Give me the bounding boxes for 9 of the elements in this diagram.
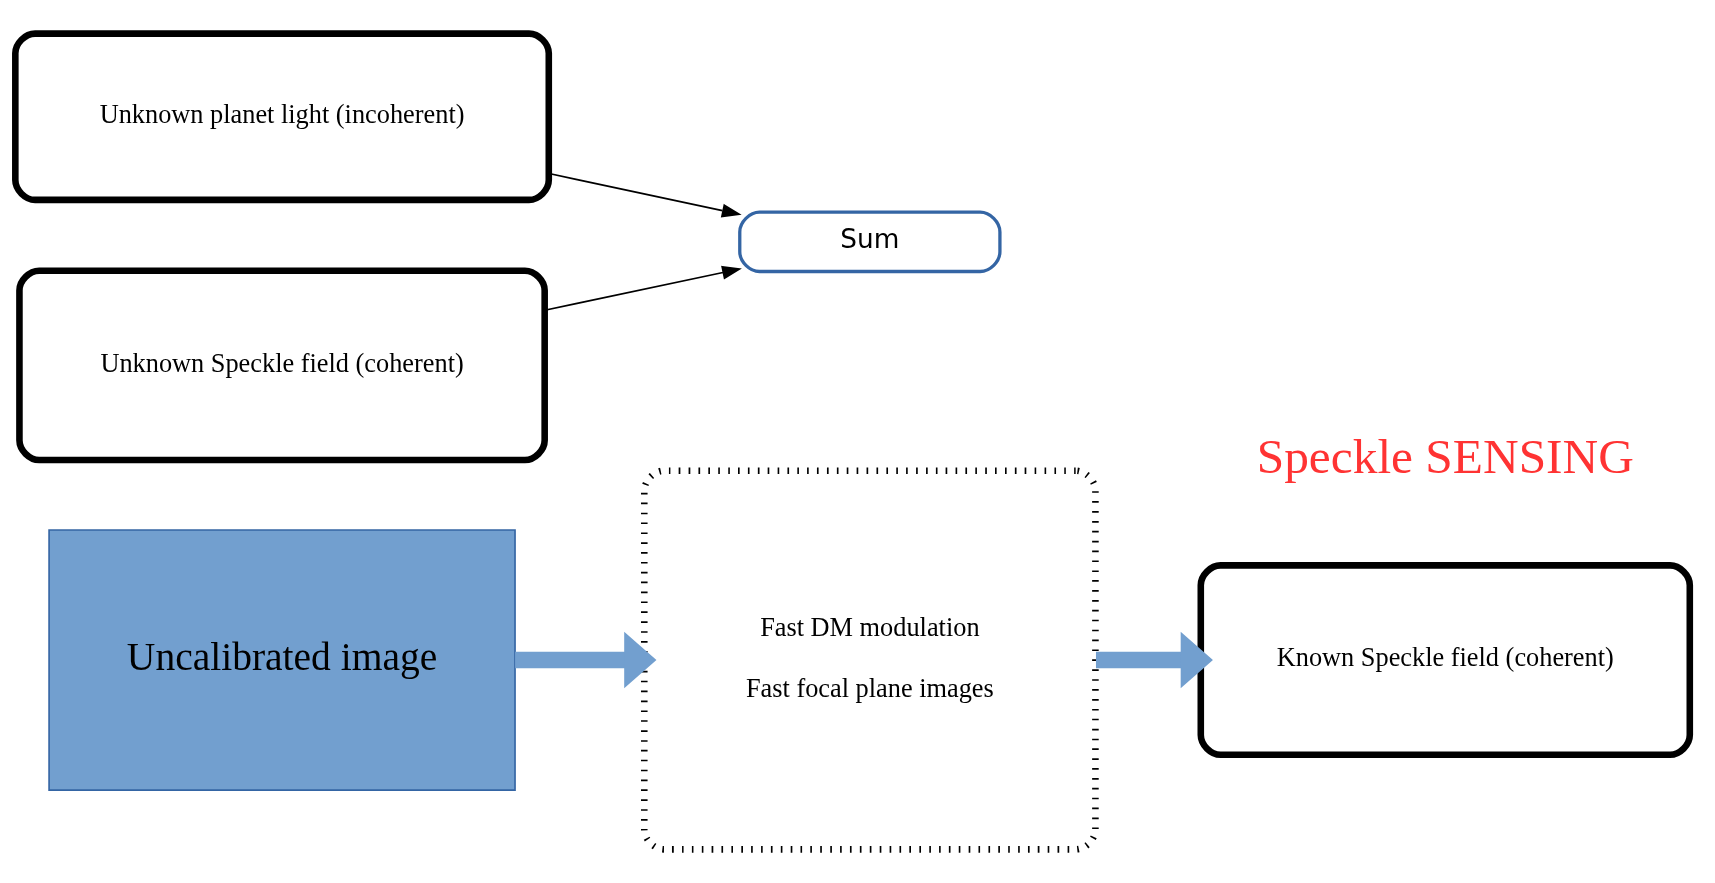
node-box: Sum: [738, 210, 1002, 274]
node-box: Unknown planet light (incoherent): [12, 30, 553, 204]
node-box: Fast DM modulation Fast focal plane images: [641, 467, 1099, 853]
node-box: Uncalibrated image: [48, 529, 516, 791]
node-box: Unknown Speckle field (coherent): [16, 267, 548, 464]
label: Speckle SENSING: [1256, 429, 1634, 485]
arrow: [1096, 631, 1213, 689]
arrow: [515, 631, 657, 689]
node-box: Known Speckle field (coherent): [1197, 562, 1694, 759]
